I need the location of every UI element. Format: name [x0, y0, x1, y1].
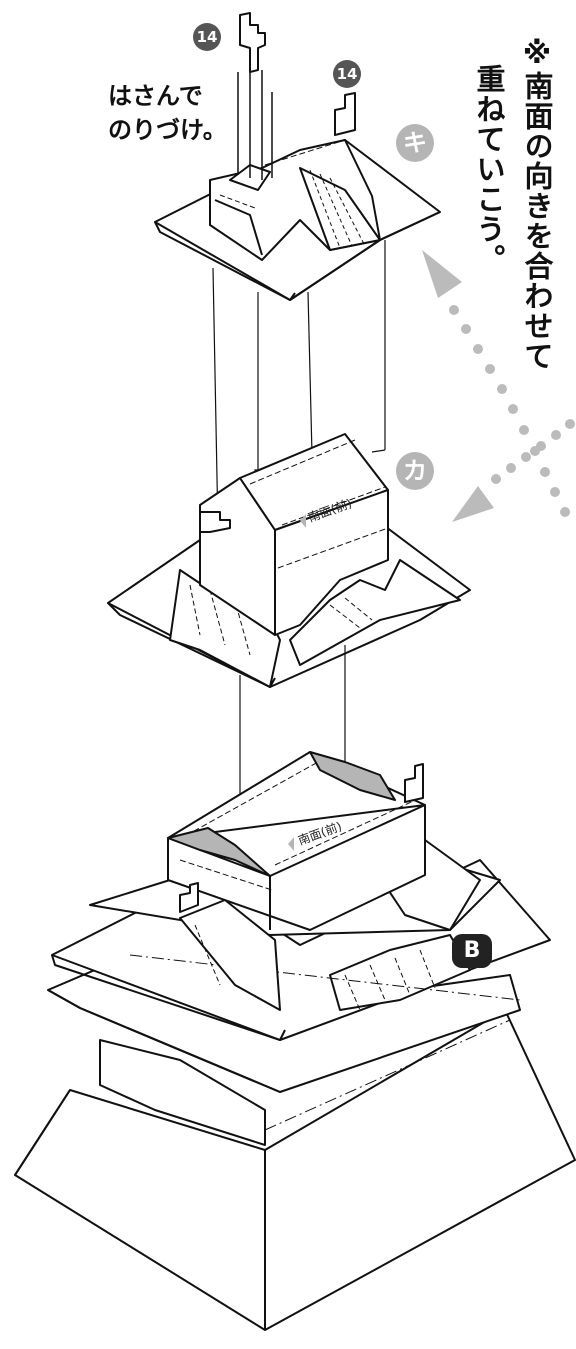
direction-marker-middle [300, 514, 306, 528]
note-line-1: ※南面の向きを合わせて [520, 36, 554, 371]
part-label-b: B [452, 934, 492, 968]
roof-tab-flag [237, 12, 273, 180]
middle-tier-piece [107, 433, 471, 688]
glue-instruction-line-1: はさんで [108, 82, 203, 110]
direction-marker-lower [288, 837, 294, 851]
part-label-ka: カ [396, 452, 434, 490]
glue-instruction-line-2: のりづけ。 [108, 116, 227, 144]
dotted-arrow-to-ka [452, 419, 575, 522]
step-badge-14-right: 14 [333, 60, 361, 88]
base-castle-piece [14, 751, 576, 1331]
part-label-ki: キ [396, 124, 434, 162]
step-badge-14-left: 14 [193, 23, 221, 51]
note-line-2: 重ねていこう。 [472, 64, 506, 274]
dotted-arrow-to-ki [422, 250, 570, 517]
top-roof-piece [154, 92, 441, 301]
